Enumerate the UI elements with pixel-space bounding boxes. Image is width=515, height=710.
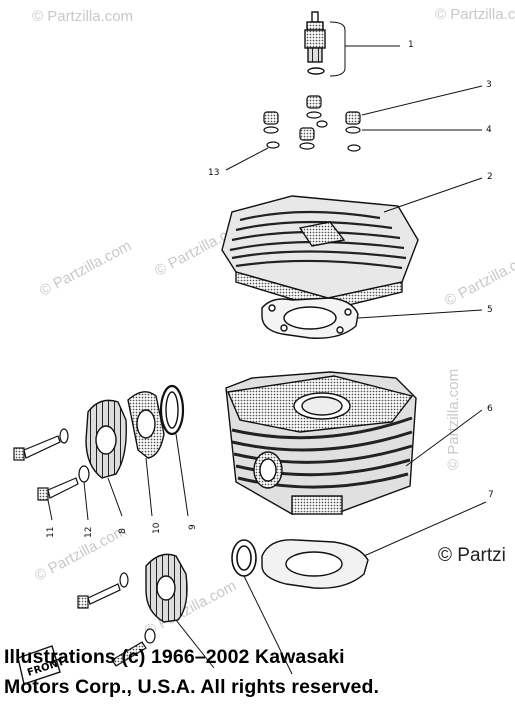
callout-number: 6 (487, 404, 493, 414)
callout-number: 12 (84, 526, 94, 538)
front-badge: FRONT (17, 645, 66, 685)
exhaust-flange (85, 384, 185, 479)
watermark: © Partzilla.com (435, 6, 515, 23)
head-nuts (263, 95, 361, 152)
copyright-line-1: Illustrations (c) 1966–2002 Kawasaki (4, 646, 345, 668)
head-gasket (261, 297, 359, 339)
callout-number: 3 (486, 80, 492, 90)
cylinder-head (221, 195, 419, 311)
callout-number: 2 (487, 172, 493, 182)
copyright-line-2: Motors Corp., U.S.A. All rights reserved… (4, 676, 380, 698)
watermark: © Partzilla.com (32, 8, 134, 25)
callout-number: 5 (487, 305, 493, 315)
cylinder (225, 371, 417, 515)
callout-number: 1 (408, 40, 414, 50)
spark-plug (304, 11, 326, 75)
bolts (13, 428, 156, 667)
callout-number: 4 (486, 125, 492, 135)
exhaust-gasket (231, 539, 257, 577)
callout-number: 13 (208, 168, 220, 178)
watermark: © Partzi (438, 545, 506, 566)
callout-number: 10 (152, 522, 162, 534)
callout-number: 9 (188, 524, 198, 530)
base-gasket (261, 539, 369, 589)
callout-number: 8 (118, 528, 128, 534)
callout-number: 7 (488, 490, 494, 500)
callout-number: 11 (46, 526, 56, 538)
intake-flange (145, 553, 188, 623)
